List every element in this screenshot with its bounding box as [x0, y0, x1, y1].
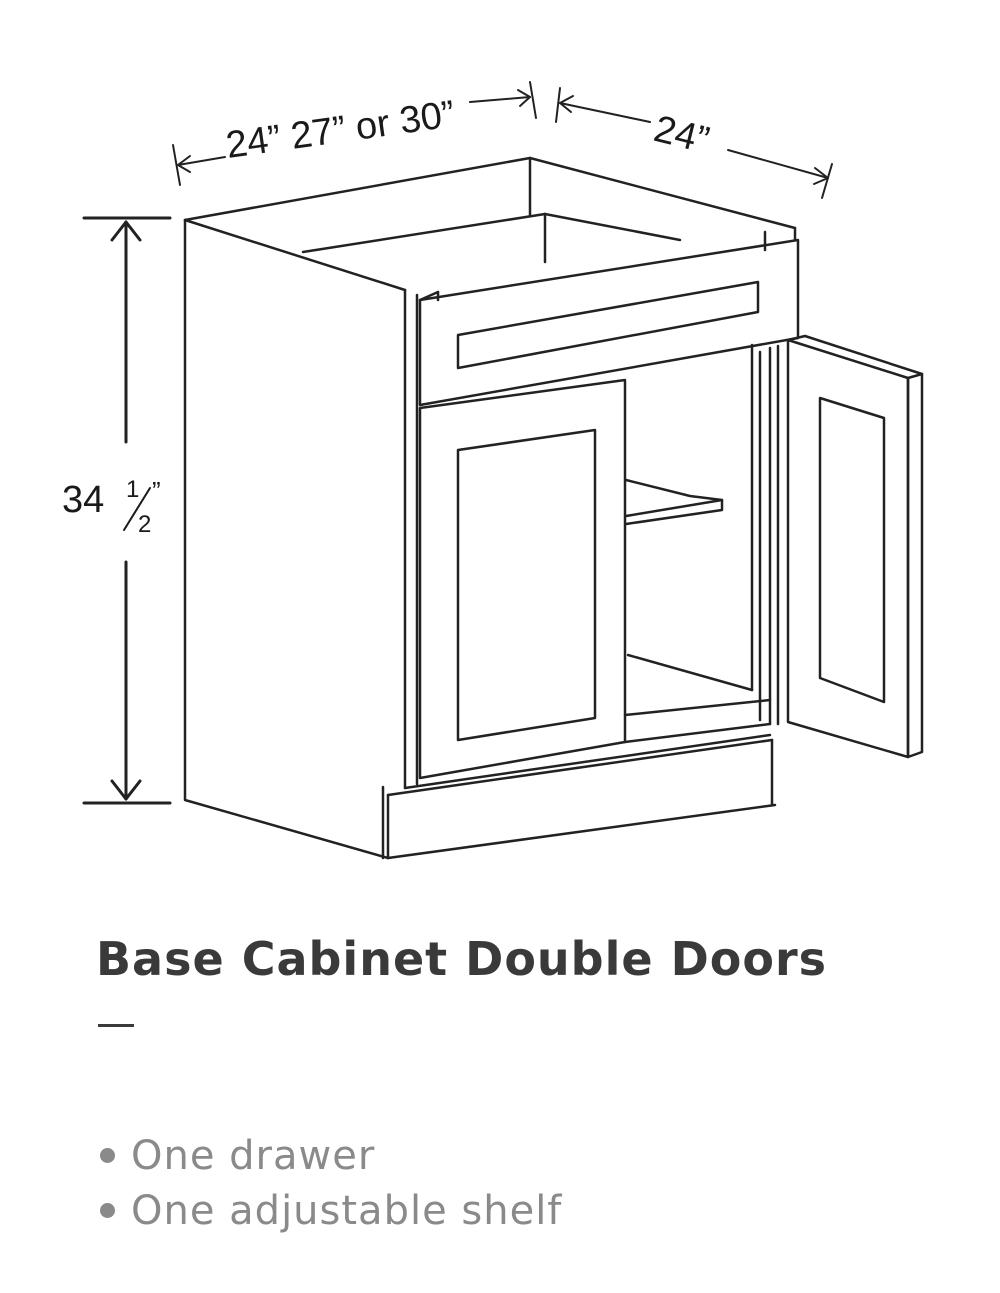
- toe-kick: [381, 738, 777, 860]
- height-fraction-bar: [123, 487, 151, 531]
- title-underline: [98, 1024, 134, 1027]
- height-dimension-label: 34 1 2 ”: [62, 476, 161, 538]
- feature-label: One drawer: [131, 1132, 376, 1179]
- width-dimension-label: 24” 27” or 30”: [223, 93, 457, 167]
- bullet-icon: [100, 1148, 115, 1163]
- height-whole: 34: [62, 479, 104, 521]
- height-fraction-denominator: 2: [138, 511, 151, 538]
- width-dimension: [172, 81, 537, 186]
- cabinet-interior: [626, 343, 754, 692]
- face-frame-stile: [758, 344, 780, 726]
- adjustable-shelf: [624, 478, 724, 526]
- product-title: Base Cabinet Double Doors: [96, 932, 828, 986]
- height-unit: ”: [152, 476, 161, 506]
- feature-label: One adjustable shelf: [131, 1187, 563, 1234]
- feature-item: One adjustable shelf: [100, 1183, 562, 1238]
- height-dimension: [82, 216, 172, 805]
- depth-dimension-label: 24”: [650, 108, 713, 162]
- left-door: [418, 378, 627, 780]
- height-fraction-numerator: 1: [126, 476, 139, 503]
- cabinet-bottom-frame: [403, 698, 772, 790]
- cabinet-diagram: 24” 27” or 30” 24” 34 1 2 ”: [62, 81, 924, 860]
- cabinet-top-frame: [183, 156, 797, 264]
- cabinet-side-panel: [183, 218, 419, 860]
- drawer-front: [418, 238, 800, 407]
- right-door-open: [786, 334, 924, 759]
- depth-dimension: [555, 87, 833, 199]
- feature-list: One drawer One adjustable shelf: [100, 1128, 562, 1238]
- feature-item: One drawer: [100, 1128, 562, 1183]
- bullet-icon: [100, 1203, 115, 1218]
